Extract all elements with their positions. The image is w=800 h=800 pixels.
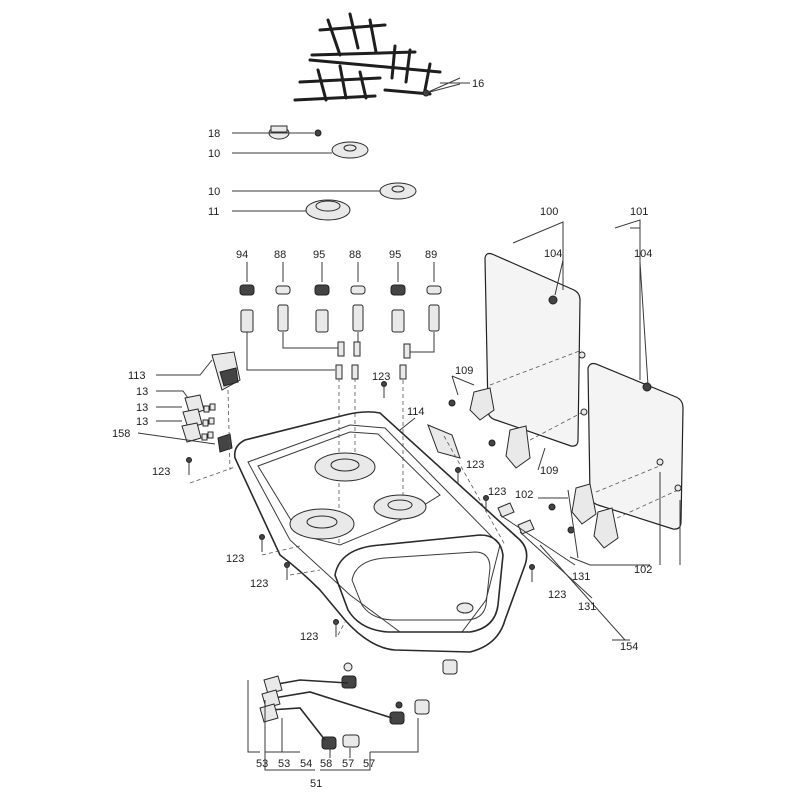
- label-10a: 10: [208, 148, 220, 160]
- label-94: 94: [236, 249, 248, 261]
- label-13a: 13: [136, 386, 148, 398]
- hinge-102b: [593, 507, 619, 549]
- label-101: 101: [630, 206, 648, 218]
- label-123b: 123: [152, 466, 170, 478]
- label-10b: 10: [208, 186, 220, 198]
- burner-heads: [239, 262, 442, 545]
- label-123c: 123: [466, 459, 484, 471]
- label-88b: 88: [349, 249, 361, 261]
- label-13c: 13: [136, 416, 148, 428]
- label-131a: 131: [572, 571, 590, 583]
- burner-head-94: [239, 284, 255, 296]
- label-88a: 88: [274, 249, 286, 261]
- knob-13c: [181, 422, 202, 443]
- label-95a: 95: [313, 249, 325, 261]
- label-104b: 104: [634, 248, 652, 260]
- label-113: 113: [128, 370, 146, 382]
- screws: [186, 381, 630, 641]
- label-100: 100: [540, 206, 558, 218]
- clip-131b: [517, 519, 535, 535]
- label-13b: 13: [136, 402, 148, 414]
- glass-lid-100: [484, 252, 581, 447]
- burner-head-95a: [314, 284, 330, 296]
- control-parts: [137, 351, 241, 471]
- label-54: 54: [300, 758, 312, 770]
- hinge-109b: [505, 425, 531, 469]
- clip-131a: [497, 502, 515, 518]
- label-123d: 123: [488, 486, 506, 498]
- label-57b: 57: [363, 758, 375, 770]
- burner-caps: [232, 125, 417, 221]
- label-123e: 123: [226, 553, 244, 565]
- label-53b: 53: [278, 758, 290, 770]
- label-102b: 102: [634, 564, 652, 576]
- glass-lids: [448, 219, 684, 566]
- gas-valve-assembly: [247, 659, 458, 771]
- label-11: 11: [208, 206, 219, 218]
- hob-outline: [233, 411, 528, 653]
- label-123f: 123: [250, 578, 268, 590]
- sink-drain: [456, 602, 474, 614]
- label-131b: 131: [578, 601, 596, 613]
- glass-lid-101: [587, 362, 684, 530]
- label-57a: 57: [342, 758, 354, 770]
- leader-lines: [399, 417, 416, 431]
- hob-body: [189, 411, 528, 653]
- label-95b: 95: [389, 249, 401, 261]
- label-158: 158: [112, 428, 130, 440]
- burner-head-88a: [275, 285, 291, 295]
- label-123g: 123: [548, 589, 566, 601]
- burner-head-95b: [390, 284, 406, 296]
- label-109b: 109: [540, 465, 558, 477]
- label-58: 58: [320, 758, 332, 770]
- label-16: 16: [472, 78, 484, 90]
- valve-cap-57a: [442, 659, 458, 675]
- label-18: 18: [208, 128, 220, 140]
- part-labels: 16 18 10 10 11 100 101 104 104 94 88 95 …: [112, 78, 652, 790]
- hinge-102a: [571, 483, 597, 525]
- burner-head-89: [426, 285, 442, 295]
- label-114: 114: [407, 406, 425, 418]
- bracket-114: [427, 424, 461, 459]
- label-123h: 123: [300, 631, 318, 643]
- hinge-109a: [469, 387, 495, 421]
- label-104a: 104: [544, 248, 562, 260]
- thermocouple-94: [240, 309, 254, 333]
- sink-basin: [334, 534, 504, 633]
- label-51: 51: [310, 778, 322, 790]
- pan-support-grids: [293, 12, 470, 102]
- label-89: 89: [425, 249, 437, 261]
- label-102a: 102: [515, 489, 533, 501]
- label-109a: 109: [455, 365, 473, 377]
- label-123a: 123: [372, 371, 390, 383]
- label-154: 154: [620, 641, 638, 653]
- burner-head-88b: [350, 285, 366, 295]
- label-53a: 53: [256, 758, 268, 770]
